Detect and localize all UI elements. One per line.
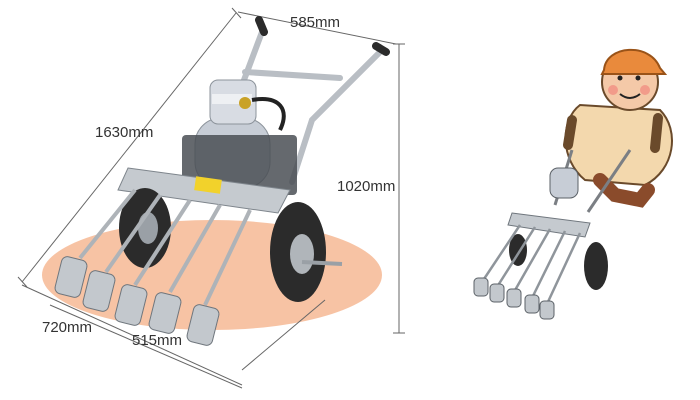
farmer-left-cheek <box>608 85 618 95</box>
burner-heads <box>54 256 220 346</box>
dim-label-720: 720mm <box>42 319 92 336</box>
dim-label-585: 585mm <box>290 14 340 31</box>
warning-label <box>194 176 222 194</box>
weeder-machine <box>54 16 390 346</box>
farmer-mouth <box>619 93 641 99</box>
dim-label-1020: 1020mm <box>337 178 395 195</box>
farmer-cap <box>600 48 668 75</box>
farmer-right-eye <box>635 75 641 81</box>
burner-pipes <box>78 188 252 306</box>
dimension-lines <box>17 7 405 389</box>
farmer-arms <box>563 113 663 153</box>
small-weeder <box>473 149 632 320</box>
handle-grips <box>255 16 390 56</box>
dim-label-515: 515mm <box>132 332 182 349</box>
farmer-left-eye <box>617 75 623 81</box>
farmer-right-cheek <box>640 85 650 95</box>
farmer-illustration <box>473 48 673 320</box>
farmer-legs <box>593 173 655 208</box>
dim-label-1630: 1630mm <box>95 124 153 141</box>
front-wheel <box>270 202 343 302</box>
